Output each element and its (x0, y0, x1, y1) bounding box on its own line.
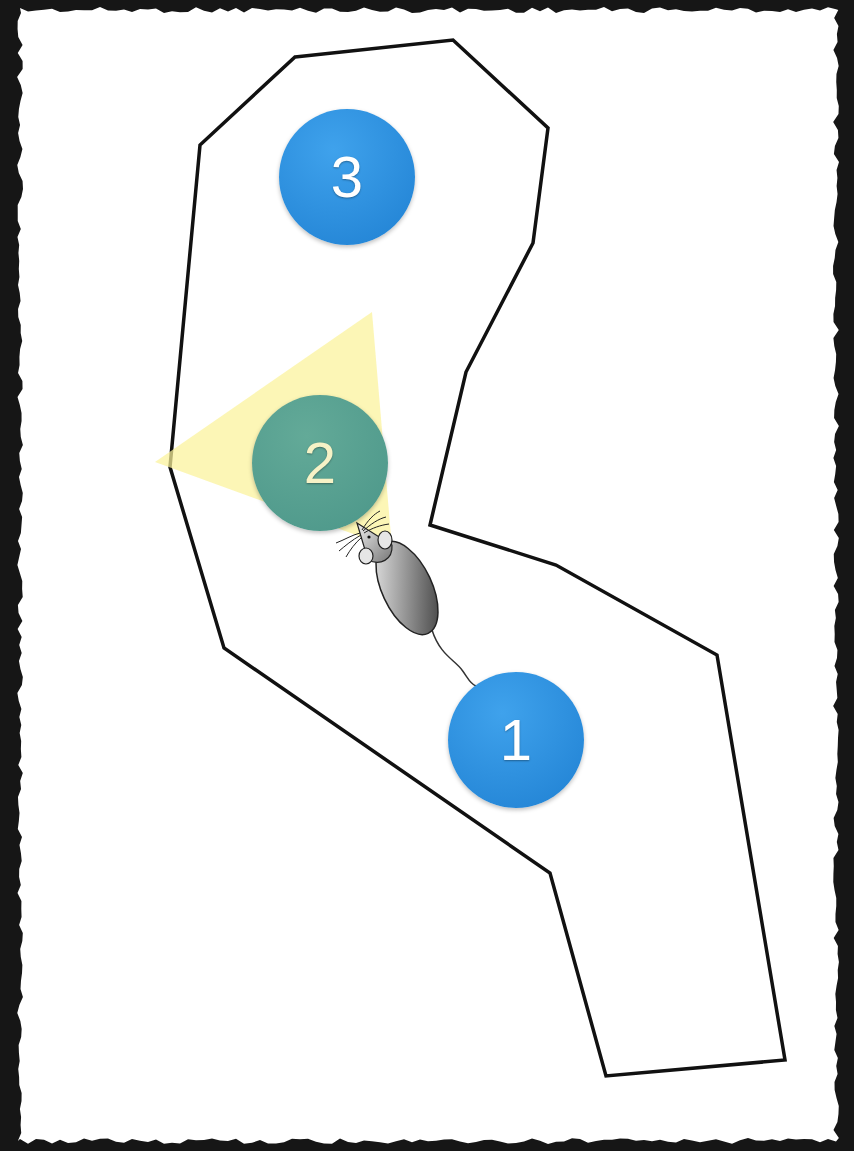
location-circle-viewed: 2 (252, 395, 388, 531)
callout-number: 1 (500, 711, 532, 769)
paper-sheet (17, 7, 839, 1144)
mouse-eye (367, 535, 370, 538)
location-circle: 1 (448, 672, 584, 808)
callout-number: 2 (304, 434, 336, 492)
arena-outline (170, 40, 785, 1076)
location-circle: 3 (279, 109, 415, 245)
view-cone (155, 312, 392, 548)
mouse-tail (432, 630, 476, 686)
mouse-ear (359, 548, 373, 564)
callout-number: 3 (331, 148, 363, 206)
mouse-ear (378, 531, 392, 549)
mouse-figure (336, 511, 476, 686)
